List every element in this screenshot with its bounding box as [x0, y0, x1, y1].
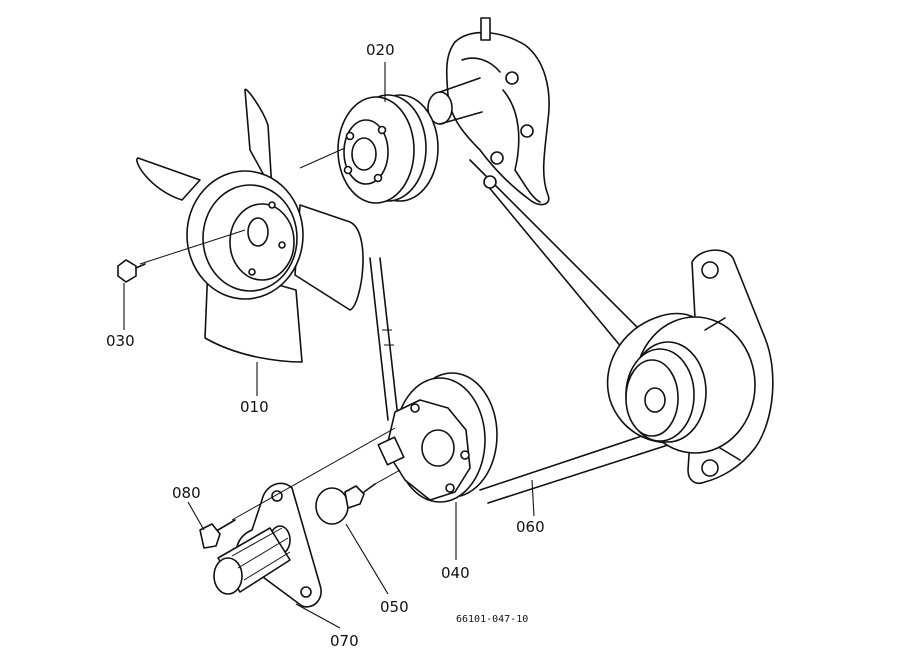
- label-060: 060: [516, 518, 545, 536]
- label-030: 030: [106, 332, 135, 350]
- fan-drive-pulley: [337, 94, 439, 204]
- drawing-reference: 66101-047-10: [456, 614, 528, 625]
- label-010: 010: [240, 398, 269, 416]
- leader-lines: [123, 62, 535, 629]
- label-040: 040: [441, 564, 470, 582]
- label-050: 050: [380, 598, 409, 616]
- fan-belt: [369, 159, 669, 504]
- axis-line: [139, 147, 346, 265]
- alternator: [606, 249, 774, 485]
- label-070: 070: [330, 632, 359, 650]
- hub-bolt: [199, 519, 236, 549]
- pulley-hub-adapter: [213, 482, 322, 608]
- fan-bolt: [117, 259, 146, 283]
- cooling-fan: [136, 88, 364, 363]
- label-020: 020: [366, 41, 395, 59]
- crankshaft-pulley: [377, 372, 498, 503]
- label-080: 080: [172, 484, 201, 502]
- axis-line-lower: [231, 427, 401, 521]
- water-pump: [427, 17, 550, 206]
- crank-bolt: [315, 483, 376, 525]
